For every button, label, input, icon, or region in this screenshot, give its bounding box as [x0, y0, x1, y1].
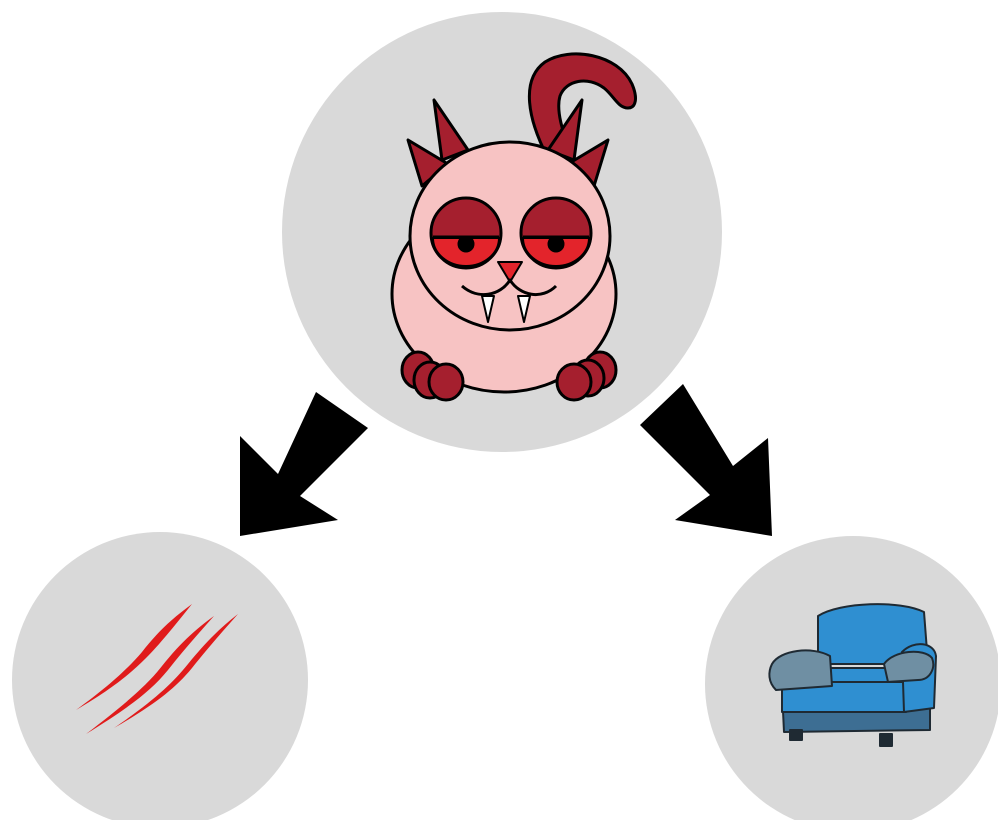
- arrow-down-left-icon: [240, 392, 368, 536]
- cat-right-paw-3: [557, 364, 591, 400]
- cat-left-pupil: [459, 237, 473, 251]
- armchair-right-leg: [880, 734, 892, 746]
- cat-left-paw-3: [429, 364, 463, 400]
- armchair-left-arm: [769, 650, 832, 690]
- armchair-right-arm-cap: [884, 652, 933, 682]
- armchair-left-leg: [790, 730, 802, 740]
- cat-right-pupil: [549, 237, 563, 251]
- arrow-down-right-icon: [640, 384, 772, 536]
